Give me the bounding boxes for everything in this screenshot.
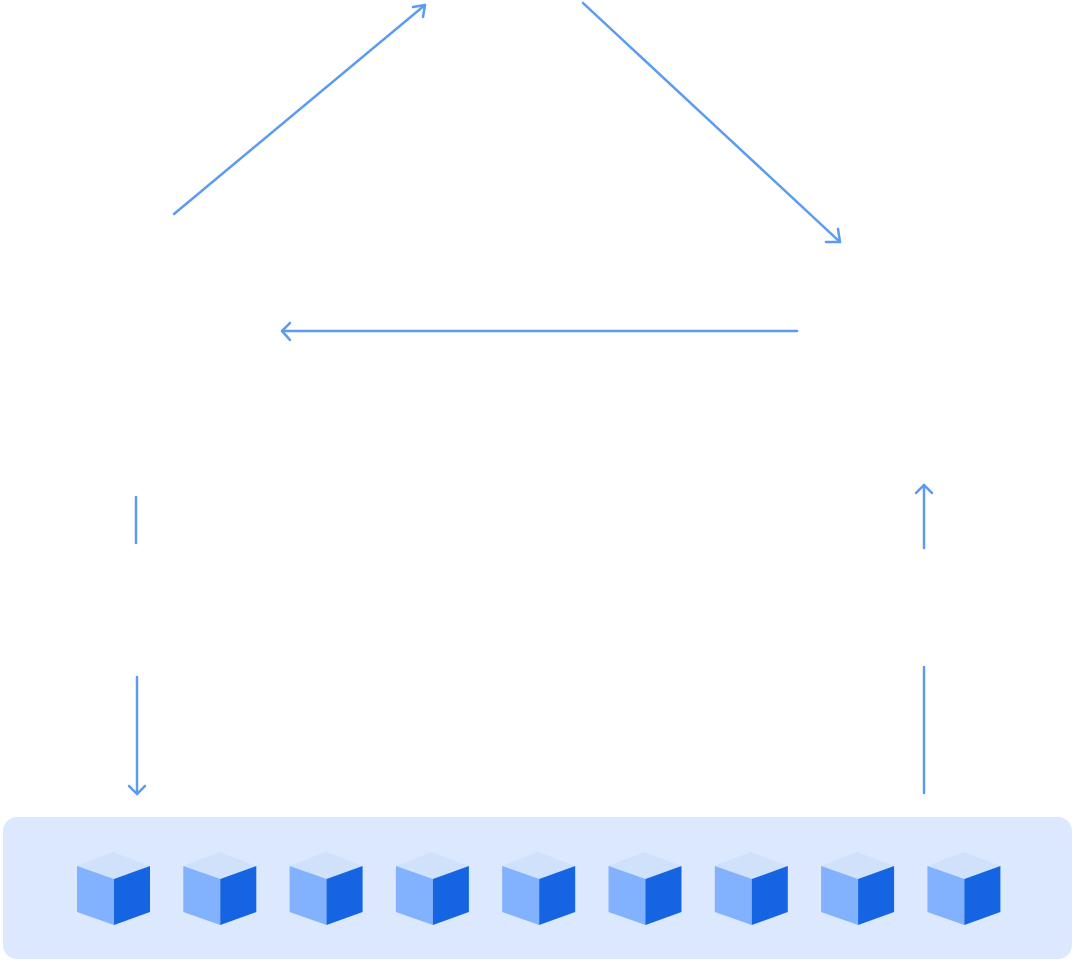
arrow-left-down-to-nodes [127, 675, 147, 796]
node-cube-icon [714, 852, 788, 925]
node-cube-icon [821, 852, 895, 925]
arrow-right-up [914, 483, 934, 550]
arrow-right-to-left [280, 321, 799, 342]
arrow-top-to-right [581, 1, 842, 244]
node-cube-icon [927, 852, 1001, 925]
arrow-left-to-top [172, 3, 427, 216]
nodes-row [77, 852, 1001, 925]
node-cube-icon [77, 852, 150, 925]
arrow-group [127, 1, 934, 796]
node-cube-icon [289, 852, 363, 925]
node-cube-icon [608, 852, 682, 925]
node-cube-icon [183, 852, 257, 925]
node-cube-icon [395, 852, 469, 925]
node-cube-icon [502, 852, 576, 925]
